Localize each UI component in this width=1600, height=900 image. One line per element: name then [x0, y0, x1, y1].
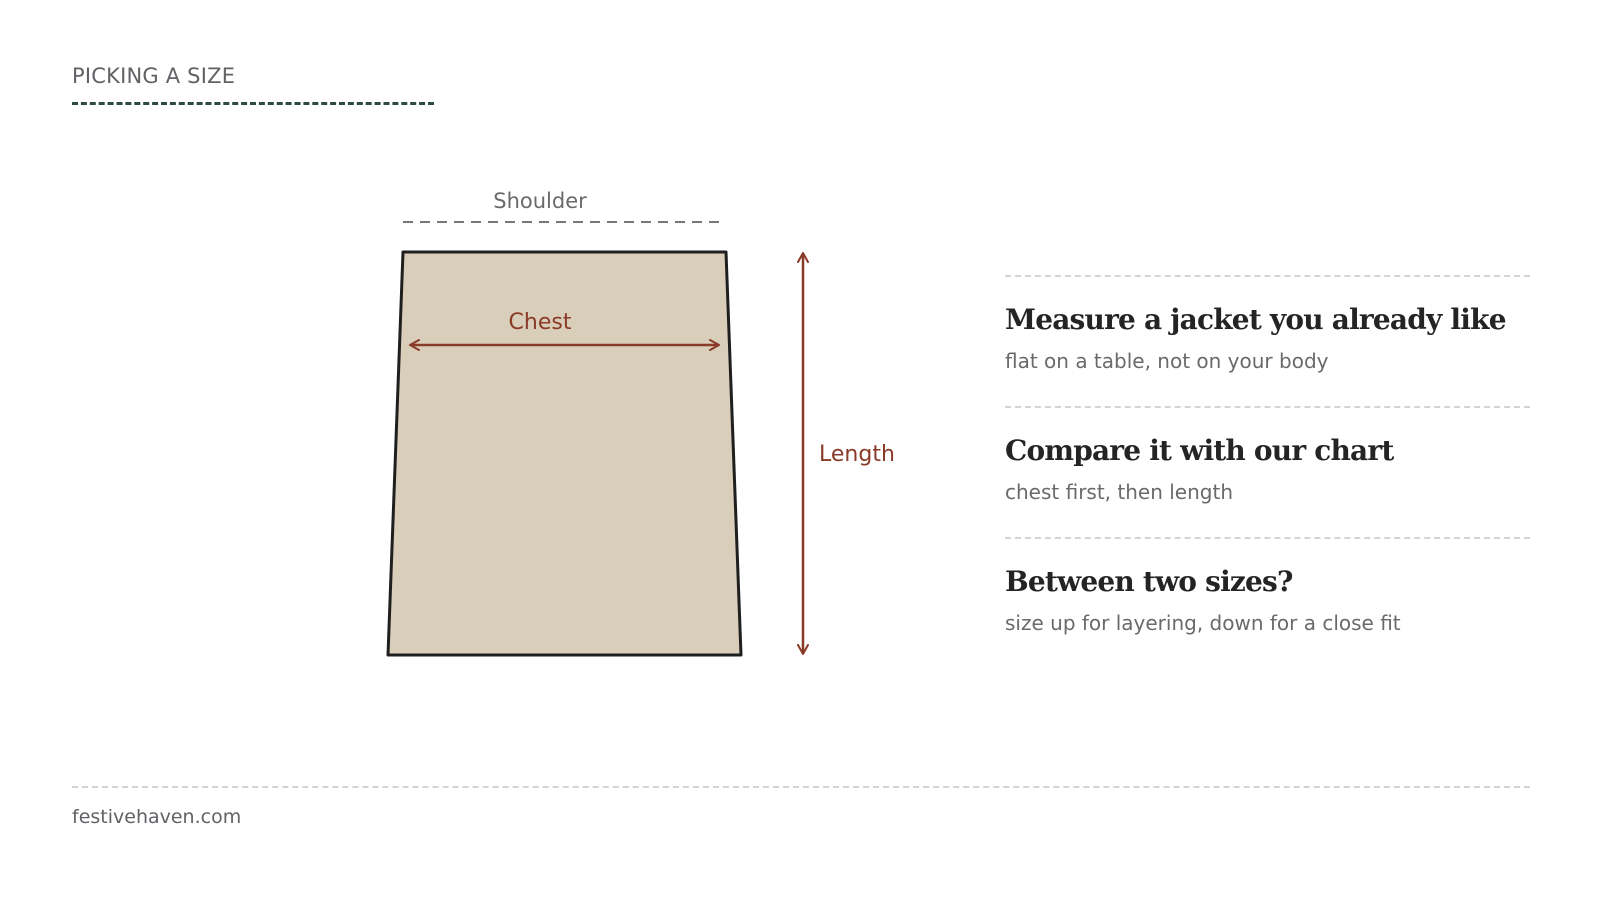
tip-subtitle: chest first, then length — [1005, 480, 1233, 504]
measurement-diagram: Shoulder Chest Length — [386, 189, 895, 657]
tip-title: Measure a jacket you already like — [1005, 303, 1507, 336]
tip-item: Compare it with our chart chest first, t… — [1005, 406, 1530, 537]
length-label: Length — [819, 442, 895, 467]
shoulder-label: Shoulder — [493, 189, 587, 213]
tip-title: Between two sizes? — [1005, 565, 1293, 598]
footer-site-link[interactable]: festivehaven.com — [72, 806, 242, 828]
tip-subtitle: flat on a table, not on your body — [1005, 349, 1329, 373]
header-divider — [72, 102, 434, 105]
tip-item: Measure a jacket you already like flat o… — [1005, 275, 1530, 406]
tip-item: Between two sizes? size up for layering,… — [1005, 537, 1530, 668]
sizing-tips: Measure a jacket you already like flat o… — [1005, 275, 1530, 668]
tip-title: Compare it with our chart — [1005, 434, 1394, 467]
footer-divider — [72, 786, 1530, 788]
garment-body — [386, 250, 743, 657]
tip-subtitle: size up for layering, down for a close f… — [1005, 611, 1401, 635]
chest-label: Chest — [509, 310, 572, 335]
page-title: PICKING A SIZE — [72, 64, 236, 88]
